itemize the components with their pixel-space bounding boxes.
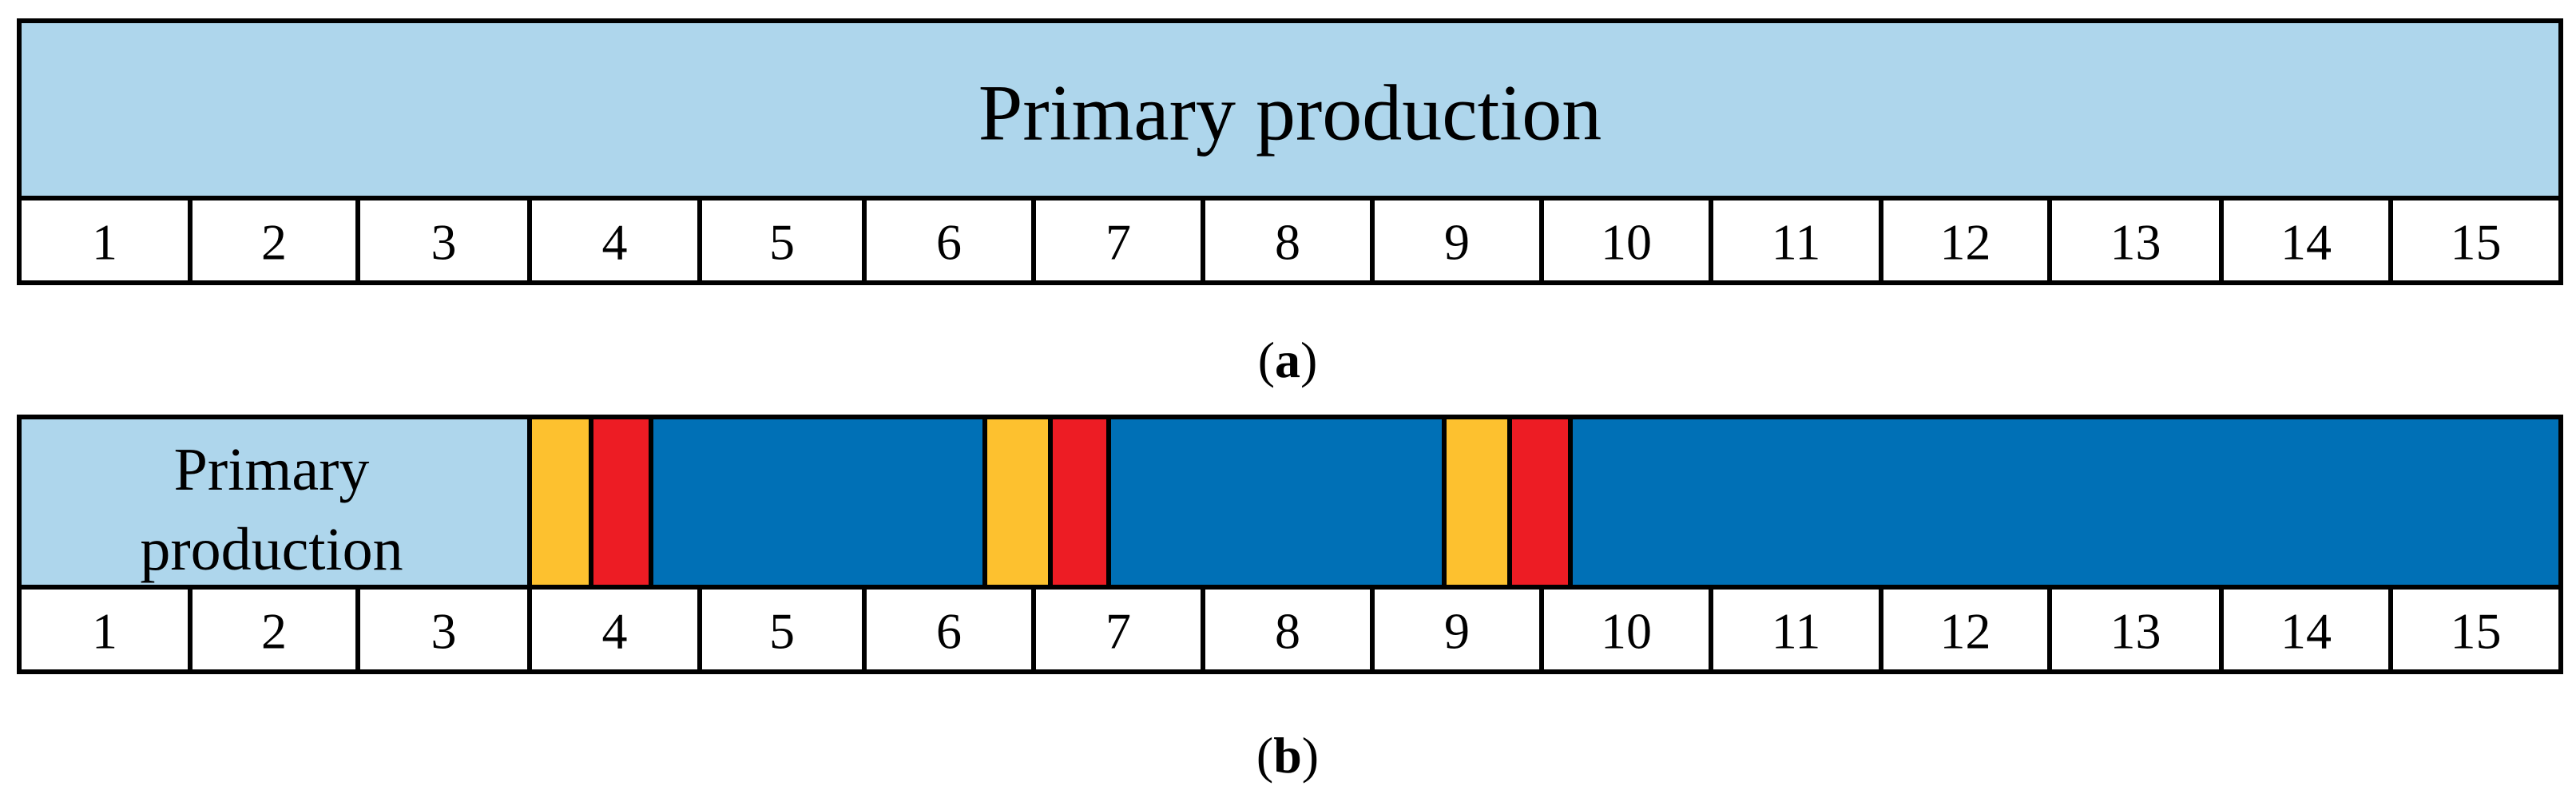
cell-label-9: 9 xyxy=(1444,214,1470,271)
cell-box-6 xyxy=(862,196,1036,285)
cell-label-7: 7 xyxy=(1105,603,1131,660)
cell-box-2 xyxy=(188,196,360,285)
cell-label-12: 12 xyxy=(1940,214,1991,271)
cell-box-5 xyxy=(697,585,867,674)
cell-box-8 xyxy=(1201,196,1375,285)
cell-label-15: 15 xyxy=(2451,603,2502,660)
cell-label-12: 12 xyxy=(1940,603,1991,660)
segment-9-red-phase xyxy=(1507,415,1573,590)
cell-label-13: 13 xyxy=(2110,603,2161,660)
cell-box-8 xyxy=(1201,585,1375,674)
cell-label-8: 8 xyxy=(1275,214,1300,271)
cell-label-13: 13 xyxy=(2110,214,2161,271)
cell-label-11: 11 xyxy=(1772,603,1821,660)
cell-box-3 xyxy=(355,585,532,674)
cell-label-6: 6 xyxy=(936,603,962,660)
cell-box-1 xyxy=(17,585,193,674)
cell-label-2: 2 xyxy=(261,214,287,271)
panel-b-caption: (b) xyxy=(1256,727,1319,784)
cell-label-14: 14 xyxy=(2280,214,2332,271)
segment-10-blue-phase xyxy=(1568,415,2563,590)
segment-6-red-phase xyxy=(1048,415,1111,590)
cell-box-12 xyxy=(1879,585,2052,674)
cell-label-15: 15 xyxy=(2451,214,2502,271)
panel-b-band-label-line2: production xyxy=(140,516,403,583)
segment-8-yellow-phase xyxy=(1442,415,1512,590)
cell-label-7: 7 xyxy=(1105,214,1131,271)
cell-label-11: 11 xyxy=(1772,214,1821,271)
cell-label-4: 4 xyxy=(602,603,628,660)
segment-5-yellow-phase xyxy=(982,415,1053,590)
segment-2-yellow-phase xyxy=(527,415,593,590)
panel-a-band-label: Primary production xyxy=(978,69,1602,157)
cell-label-2: 2 xyxy=(261,603,287,660)
cell-label-5: 5 xyxy=(769,603,795,660)
cell-label-5: 5 xyxy=(769,214,795,271)
cell-label-6: 6 xyxy=(936,214,962,271)
cell-label-9: 9 xyxy=(1444,603,1470,660)
cell-label-10: 10 xyxy=(1601,214,1652,271)
cell-box-15 xyxy=(2388,196,2563,285)
panel-b-band-label-line1: Primary xyxy=(174,436,370,503)
segment-3-red-phase xyxy=(589,415,653,590)
cell-label-3: 3 xyxy=(431,214,457,271)
cell-box-12 xyxy=(1879,196,2052,285)
cell-label-1: 1 xyxy=(92,603,117,660)
cell-box-7 xyxy=(1031,196,1205,285)
cell-box-11 xyxy=(1709,585,1883,674)
cell-box-1 xyxy=(17,196,193,285)
cell-box-9 xyxy=(1370,196,1544,285)
cell-label-10: 10 xyxy=(1601,603,1652,660)
panel-a-caption: (a) xyxy=(1258,332,1318,388)
cell-label-8: 8 xyxy=(1275,603,1300,660)
panel-a-band xyxy=(17,18,2563,200)
cell-box-14 xyxy=(2219,585,2393,674)
cell-box-5 xyxy=(697,196,867,285)
segment-4-blue-phase xyxy=(649,415,987,590)
cell-box-9 xyxy=(1370,585,1544,674)
cell-box-11 xyxy=(1709,196,1883,285)
cell-box-10 xyxy=(1539,585,1713,674)
cell-label-3: 3 xyxy=(431,603,457,660)
cell-box-15 xyxy=(2388,585,2563,674)
cell-box-2 xyxy=(188,585,360,674)
segment-7-blue-phase xyxy=(1106,415,1447,590)
cell-label-4: 4 xyxy=(602,214,628,271)
cell-label-1: 1 xyxy=(92,214,117,271)
cell-box-4 xyxy=(527,196,702,285)
segment-1-primary-production xyxy=(17,415,532,590)
panel-b-phase-band xyxy=(17,415,2563,590)
cell-box-13 xyxy=(2047,196,2224,285)
cell-label-14: 14 xyxy=(2280,603,2332,660)
